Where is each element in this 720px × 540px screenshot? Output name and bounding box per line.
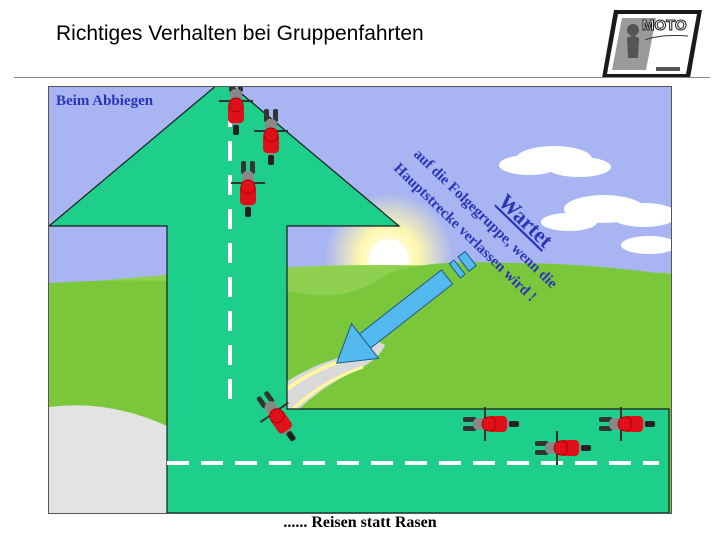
- motorcycle-icon: [219, 87, 253, 135]
- motorcycle-icon: [254, 109, 288, 165]
- header-divider: [14, 77, 710, 78]
- page-title: Richtiges Verhalten bei Gruppenfahrten: [56, 22, 424, 45]
- logo-text: MOTO: [642, 17, 687, 34]
- turn-arrow-icon: [49, 87, 670, 513]
- footer-slogan: ...... Reisen statt Rasen: [283, 514, 437, 531]
- illustration: Beim Abbiegen Wartet auf die Folgegruppe…: [48, 86, 672, 514]
- logo-icon: MOTO: [600, 0, 710, 82]
- pavement: [49, 405, 169, 513]
- motorcycle-icon: [599, 407, 655, 441]
- motorcycle-icon: [231, 161, 265, 217]
- motorcycle-icon: [463, 407, 519, 441]
- cloud-icon: [499, 146, 671, 254]
- motorcycle-icon: [535, 431, 591, 465]
- motorcycle-icon: [256, 391, 296, 442]
- direction-arrow-icon: [335, 250, 477, 364]
- corner-label: Beim Abbiegen: [56, 93, 154, 109]
